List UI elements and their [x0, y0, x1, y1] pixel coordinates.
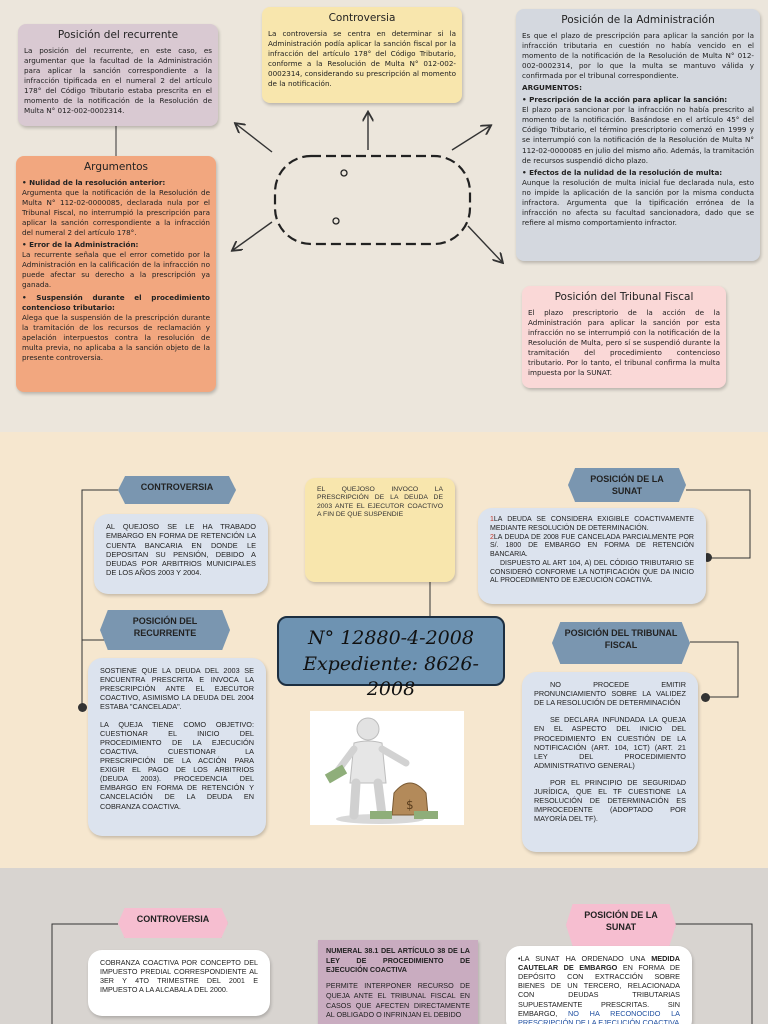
arrow-icon	[233, 221, 273, 250]
administracion-box: Posición de la Administración Es que el …	[516, 9, 760, 261]
recurrente-title: Posición del recurrente	[57, 29, 179, 41]
s2-recurrente-label: POSICIÓN DEL RECURRENTE	[132, 616, 198, 638]
svg-text:$: $	[406, 798, 414, 812]
s2-sunat-num2: 2	[490, 533, 494, 541]
s2-controversia-pill: CONTROVERSIA	[118, 476, 236, 504]
recurrente-text: La posición del recurrente, en este caso…	[24, 45, 212, 116]
section-cobranza: CONTROVERSIA COBRANZA COACTIVA POR CONCE…	[0, 868, 768, 1024]
s2-recurrente-pill: POSICIÓN DEL RECURRENTE	[100, 610, 230, 650]
tribunal-title: Posición del Tribunal Fiscal	[554, 291, 694, 303]
arrow-icon	[467, 225, 502, 262]
s3-sunat-pill: POSICIÓN DE LA SUNAT	[566, 904, 676, 946]
list-item-text: Argumenta que la notificación de la Reso…	[22, 187, 210, 238]
s2-controversia-text: AL QUEJOSO SE LE HA TRABADO EMBARGO EN F…	[106, 522, 256, 578]
s3-sunat-text-a: •LA SUNAT HA ORDENADO UNA	[518, 954, 645, 963]
s3-controversia-text: COBRANZA COACTIVA POR CONCEPTO DEL IMPUE…	[100, 958, 258, 994]
section-posiciones: Posición del recurrente La posición del …	[0, 0, 768, 432]
s2-title-line1: N° 12880-4-2008	[308, 627, 474, 649]
diagram-arrows	[115, 0, 768, 432]
s2-recurrente-cloud: SOSTIENE QUE LA DEUDA DEL 2003 SE ENCUEN…	[88, 658, 266, 836]
recurrente-box: Posición del recurrente La posición del …	[18, 24, 218, 126]
s2-tribunal-text1: NO PROCEDE EMITIR PRONUNCIAMIENTO SOBRE …	[534, 680, 686, 708]
s3-sunat-cloud: •LA SUNAT HA ORDENADO UNA MEDIDA CAUTELA…	[506, 946, 692, 1024]
list-item-text: Alega que la suspensión de la prescripci…	[22, 312, 210, 363]
list-item-title: Error de la Administración:	[22, 240, 210, 250]
arrow-icon	[236, 124, 273, 153]
controversia-text: La controversia se centra en determinar …	[268, 28, 456, 89]
section3-connectors	[51, 923, 753, 1024]
argumentos-title: Argumentos	[84, 161, 148, 173]
list-item-text: Aunque la resolución de multa inicial fu…	[522, 177, 754, 228]
s2-sunat-pill: POSICIÓN DE LA SUNAT	[568, 468, 686, 502]
s2-quejoso-cloud: EL QUEJOSO INVOCO LA PRESCRIPCIÓN DE LA …	[305, 478, 455, 582]
s2-tribunal-cloud: NO PROCEDE EMITIR PRONUNCIAMIENTO SOBRE …	[522, 672, 698, 852]
s3-sunat-text-d: NO HA RECONOCIDO LA PRESCRIPCIÓN DE LA E…	[518, 1008, 680, 1024]
s2-sunat-text1: LA DEUDA SE CONSIDERA EXIGIBLE COACTIVAM…	[490, 516, 694, 532]
s2-tribunal-text2: SE DECLARA INFUNDADA LA QUEJA EN EL ASPE…	[534, 715, 686, 770]
controversia-title: Controversia	[328, 12, 396, 24]
administracion-args-label: ARGUMENTOS:	[522, 83, 582, 93]
s2-recurrente-text2: LA QUEJA TIENE COMO OBJETIVO: CUESTIONAR…	[100, 719, 254, 811]
s3-numeral-title: NUMERAL 38.1 DEL ARTÍCULO 38 DE LA LEY D…	[326, 946, 470, 975]
arrow-icon	[451, 126, 490, 151]
tribunal-box: Posición del Tribunal Fiscal El plazo pr…	[522, 286, 726, 388]
list-item-text: La recurrente señala que el error cometi…	[22, 250, 210, 290]
list-item-title: Efectos de la nulidad de la resolución d…	[522, 168, 754, 178]
controversia-box: Controversia La controversia se centra e…	[262, 7, 462, 103]
s3-sunat-text-c: EN FORMA DE DEPÓSITO CON EXTRACCIÓN SOBR…	[518, 963, 680, 1018]
s2-quejoso-text: EL QUEJOSO INVOCO LA PRESCRIPCIÓN DE LA …	[317, 486, 443, 519]
businessman-money-image: $	[310, 711, 464, 825]
list-item-title: Suspensión durante el procedimiento cont…	[22, 293, 210, 313]
s2-tribunal-pill: POSICIÓN DEL TRIBUNAL FISCAL	[552, 622, 690, 664]
argumentos-box: Argumentos Nulidad de la resolución ante…	[16, 156, 216, 392]
s2-tribunal-text3: POR EL PRINCIPIO DE SEGURIDAD JURÍDICA, …	[534, 777, 686, 824]
list-item: Nulidad de la resolución anterior: Argum…	[22, 178, 210, 238]
list-item: Prescripción de la acción para aplicar l…	[522, 95, 754, 166]
list-item-title: Prescripción de la acción para aplicar l…	[522, 95, 754, 105]
list-item-title: Nulidad de la resolución anterior:	[22, 178, 210, 188]
s2-title-box: N° 12880-4-2008 Expediente: 8626-2008	[277, 616, 505, 700]
administracion-list: Prescripción de la acción para aplicar l…	[522, 95, 754, 228]
list-item-text: El plazo para sancionar por la infracció…	[522, 105, 754, 165]
list-item: Efectos de la nulidad de la resolución d…	[522, 168, 754, 228]
s2-sunat-cloud: 1LA DEUDA SE CONSIDERA EXIGIBLE COACTIVA…	[478, 508, 706, 604]
s3-numeral-box: NUMERAL 38.1 DEL ARTÍCULO 38 DE LA LEY D…	[318, 940, 478, 1024]
list-item: Error de la Administración: La recurrent…	[22, 240, 210, 290]
s3-sunat-text-b: MEDIDA CAUTELAR DE EMBARGO	[518, 954, 680, 973]
s3-numeral-text: PERMITE INTERPONER RECURSO DE QUEJA ANTE…	[326, 981, 470, 1020]
central-node	[273, 154, 472, 246]
s2-title-line2: Expediente: 8626-2008	[303, 652, 479, 701]
s2-controversia-label: CONTROVERSIA	[140, 482, 214, 492]
s3-controversia-label: CONTROVERSIA	[136, 914, 210, 924]
section2-connectors	[81, 489, 751, 707]
section-expediente: CONTROVERSIA AL QUEJOSO SE LE HA TRABADO…	[0, 432, 768, 868]
s3-sunat-label: POSICIÓN DE LA SUNAT	[584, 910, 658, 932]
s2-sunat-text2: LA DEUDA DE 2008 FUE CANCELADA PARCIALME…	[490, 533, 694, 559]
s2-sunat-label: POSICIÓN DE LA SUNAT	[590, 474, 664, 496]
administracion-title: Posición de la Administración	[561, 14, 715, 26]
s2-controversia-cloud: AL QUEJOSO SE LE HA TRABADO EMBARGO EN F…	[94, 514, 268, 594]
s3-controversia-cloud: COBRANZA COACTIVA POR CONCEPTO DEL IMPUE…	[88, 950, 270, 1016]
argumentos-list: Nulidad de la resolución anterior: Argum…	[22, 178, 210, 363]
list-item: Suspensión durante el procedimiento cont…	[22, 293, 210, 364]
s2-sunat-num1: 1	[490, 516, 494, 523]
tribunal-text: El plazo prescriptorio de la acción de l…	[528, 307, 720, 378]
s2-tribunal-label: POSICIÓN DEL TRIBUNAL FISCAL	[564, 628, 678, 650]
s3-controversia-pill: CONTROVERSIA	[118, 908, 228, 938]
administracion-intro: Es que el plazo de prescripción para apl…	[522, 30, 754, 80]
s2-sunat-text3: DISPUESTO AL ART 104, A) DEL CÓDIGO TRIB…	[490, 559, 694, 585]
s2-recurrente-text1: SOSTIENE QUE LA DEUDA DEL 2003 SE ENCUEN…	[100, 666, 254, 712]
